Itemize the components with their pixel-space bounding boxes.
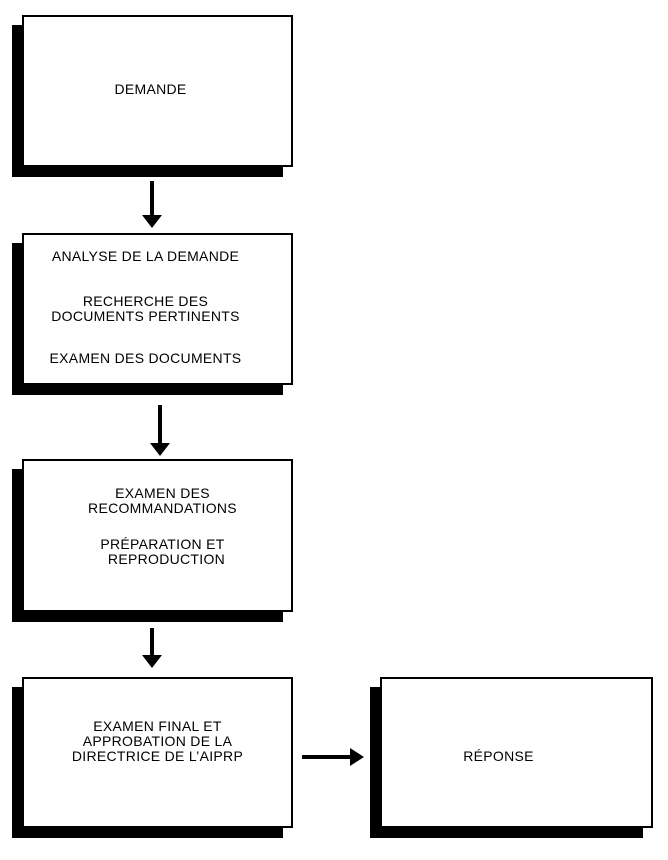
arrow-stem <box>158 405 162 443</box>
flow-box-reponse: RÉPONSE <box>380 677 653 828</box>
flow-box-analyse-text: RECHERCHE DES DOCUMENTS PERTINENTS <box>24 294 267 324</box>
arrow-head <box>142 215 162 228</box>
arrow-head <box>350 748 364 766</box>
flow-box-analyse: ANALYSE DE LA DEMANDE RECHERCHE DES DOCU… <box>22 233 293 385</box>
flow-box-label: EXAMEN FINAL ET <box>93 718 222 734</box>
flow-box-reponse-text: RÉPONSE <box>382 749 615 764</box>
flow-box-analyse-text: EXAMEN DES DOCUMENTS <box>24 351 267 366</box>
arrow-right-icon <box>302 748 364 766</box>
arrow-stem <box>150 181 154 215</box>
flow-box-label: DOCUMENTS PERTINENTS <box>51 308 240 324</box>
flow-box-demande: DEMANDE <box>22 15 293 167</box>
flow-box-label: REPRODUCTION <box>107 551 226 567</box>
flow-box-label: ANALYSE DE LA DEMANDE <box>51 248 240 264</box>
arrow-down-icon <box>142 181 162 228</box>
flow-box-examen-final-text: EXAMEN FINAL ET APPROBATION DE LA DIRECT… <box>24 719 291 764</box>
flow-box-label: EXAMEN DES DOCUMENTS <box>49 350 242 366</box>
flow-box-label: APPROBATION DE LA <box>82 733 233 749</box>
arrow-stem <box>302 755 350 759</box>
flow-box-label: RECHERCHE DES <box>82 293 209 309</box>
arrow-stem <box>150 628 154 655</box>
flow-box-label: RECOMMANDATIONS <box>88 500 237 516</box>
flow-box-examen-final: EXAMEN FINAL ET APPROBATION DE LA DIRECT… <box>22 677 293 828</box>
flow-box-analyse-text: ANALYSE DE LA DEMANDE <box>24 249 267 264</box>
arrow-down-icon <box>142 628 162 668</box>
arrow-head <box>150 443 170 456</box>
flow-box-examen-recommandations-text: PRÉPARATION ET REPRODUCTION <box>34 537 291 567</box>
flow-box-label: DIRECTRICE DE L’AIPRP <box>71 748 244 764</box>
flow-box-label: EXAMEN DES <box>115 485 210 501</box>
arrow-down-icon <box>150 405 170 456</box>
flow-box-demande-text: DEMANDE <box>24 82 277 97</box>
flow-box-label: DEMANDE <box>114 81 187 97</box>
flow-box-examen-recommandations: EXAMEN DES RECOMMANDATIONS PRÉPARATION E… <box>22 459 293 612</box>
flow-box-label: RÉPONSE <box>463 748 534 764</box>
flow-box-examen-recommandations-text: EXAMEN DES RECOMMANDATIONS <box>34 486 291 516</box>
arrow-head <box>142 655 162 668</box>
flow-box-label: PRÉPARATION ET <box>100 536 225 552</box>
